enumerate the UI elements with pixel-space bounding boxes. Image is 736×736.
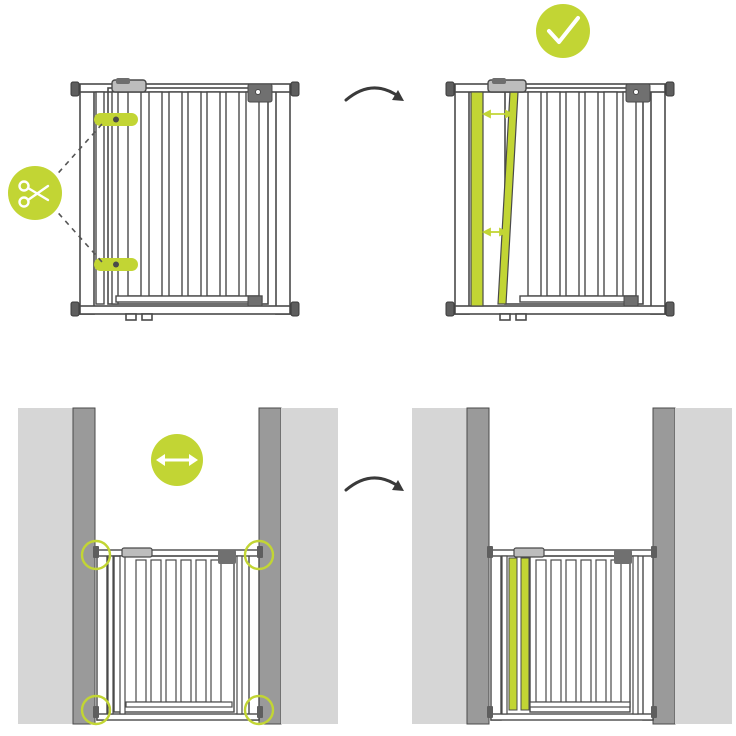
extension-strip-highlight: [508, 557, 530, 711]
top-latch: [513, 547, 545, 558]
doorway-walls: [412, 407, 732, 725]
double-arrow-icon: [481, 109, 515, 119]
gate-frame: [490, 549, 654, 721]
hinge-brackets: [623, 83, 651, 307]
scissors-icon: [8, 166, 62, 220]
panel-step-2: [445, 4, 675, 321]
panel-step-1: [8, 78, 300, 321]
dashed-pointer-lines: [51, 123, 103, 263]
gate-frame: [454, 83, 666, 321]
cut-clip-icon: [94, 113, 138, 126]
hinge-brackets: [247, 83, 273, 307]
cut-clip-icon: [94, 258, 138, 271]
pressure-pads: [487, 546, 657, 718]
checkmark-icon: [536, 4, 590, 58]
curved-arrow-icon: [344, 476, 404, 492]
curved-arrow-icon: [344, 86, 404, 102]
gate-bars: [519, 91, 639, 303]
top-latch: [111, 78, 147, 93]
top-latch: [487, 78, 527, 93]
pressure-pads: [93, 546, 263, 718]
horizontal-double-arrow-icon: [151, 434, 203, 486]
highlight-circle-icon: [80, 539, 275, 726]
hinge-brackets: [614, 550, 632, 564]
pressure-pads: [70, 81, 300, 317]
hinge-brackets: [218, 550, 236, 564]
double-arrow-icon: [481, 227, 509, 237]
gate-bars: [115, 91, 263, 303]
doorway-walls: [18, 407, 338, 725]
top-latch: [121, 547, 153, 558]
panel-step-4: [412, 407, 732, 725]
panel-step-3: [18, 407, 338, 726]
pressure-pads: [445, 81, 675, 317]
extension-strip-highlight: [470, 91, 519, 307]
gate-bars: [107, 555, 243, 715]
gate-frame: [79, 83, 291, 321]
